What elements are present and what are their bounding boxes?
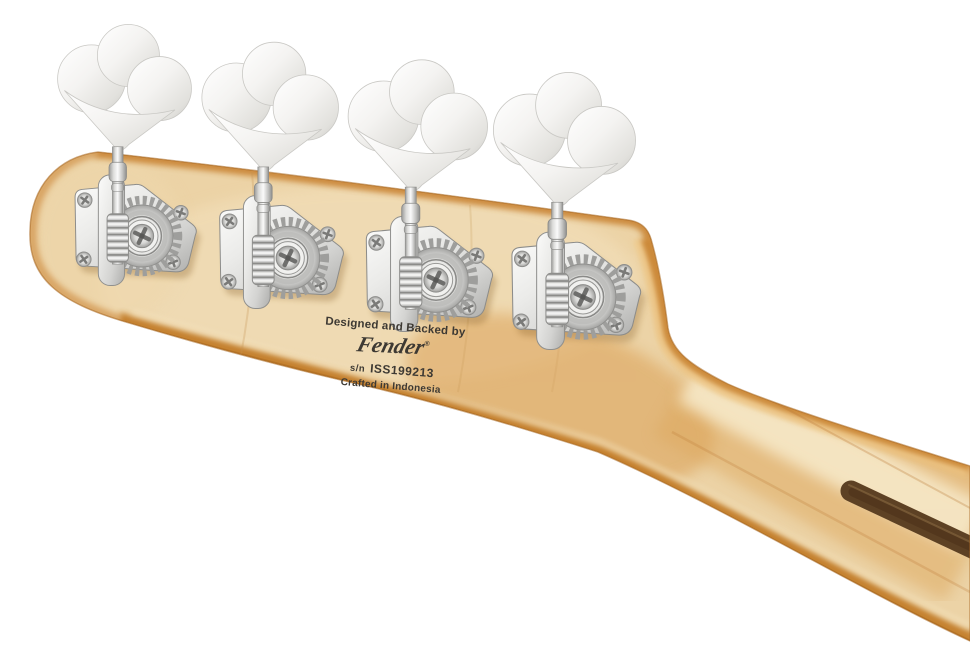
fender-logo: Fender: [354, 331, 428, 360]
skunk-stripe: [840, 480, 970, 572]
headstock-outline: [29, 151, 970, 642]
serial-number: ISS199213: [369, 361, 435, 381]
serial-prefix: s/n: [349, 362, 366, 375]
